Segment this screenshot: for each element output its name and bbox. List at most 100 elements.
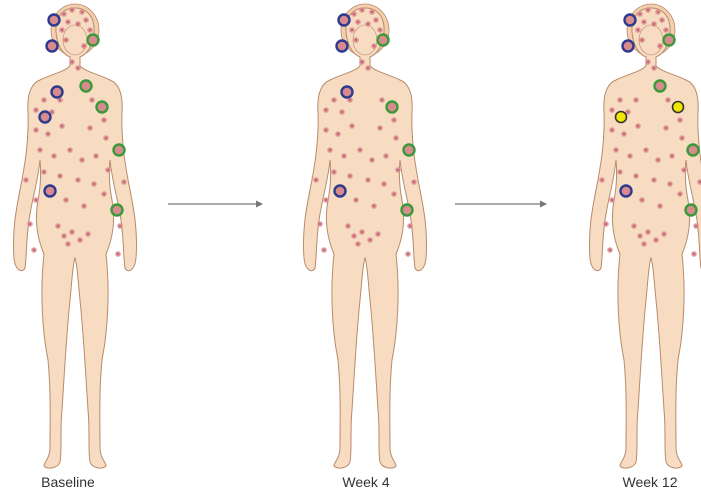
figure-week-12 xyxy=(576,0,701,496)
lesion-core xyxy=(65,199,67,201)
lesion-core xyxy=(683,169,685,171)
lesion-core xyxy=(679,119,681,121)
lesion-core xyxy=(637,125,639,127)
lesion-core xyxy=(77,179,79,181)
lesion-core xyxy=(641,199,643,201)
marker-green xyxy=(664,35,675,46)
lesion-core xyxy=(659,45,661,47)
lesion-core xyxy=(325,199,327,201)
marker-green xyxy=(688,145,699,156)
lesion-core xyxy=(373,205,375,207)
marker-blue xyxy=(52,87,63,98)
lesion-core xyxy=(647,231,649,233)
marker-yellow xyxy=(616,112,627,123)
lesion-core xyxy=(35,109,37,111)
lesion-core xyxy=(61,125,63,127)
lesion-core xyxy=(107,169,109,171)
lesion-core xyxy=(59,175,61,177)
lesion-core xyxy=(315,179,317,181)
lesion-core xyxy=(337,133,339,135)
lesion-core xyxy=(635,175,637,177)
lesion-core xyxy=(639,235,641,237)
lesion-core xyxy=(653,179,655,181)
marker-green xyxy=(686,205,697,216)
figure-baseline xyxy=(0,0,150,496)
lesion-core xyxy=(375,19,377,21)
lesion-core xyxy=(333,171,335,173)
marker-green xyxy=(88,35,99,46)
lesion-core xyxy=(43,171,45,173)
lesion-core xyxy=(57,225,59,227)
lesion-core xyxy=(695,225,697,227)
marker-green xyxy=(387,102,398,113)
body-silhouette xyxy=(13,8,136,468)
lesion-core xyxy=(103,193,105,195)
lesion-core xyxy=(407,253,409,255)
lesion-core xyxy=(355,39,357,41)
marker-green xyxy=(114,145,125,156)
lesion-core xyxy=(361,231,363,233)
marker-green xyxy=(112,205,123,216)
lesion-core xyxy=(81,11,83,13)
lesion-core xyxy=(641,39,643,41)
lesion-core xyxy=(619,99,621,101)
lesion-core xyxy=(647,9,649,11)
body-silhouette xyxy=(303,8,426,468)
lesion-core xyxy=(85,19,87,21)
lesion-core xyxy=(47,133,49,135)
lesion-core xyxy=(77,67,79,69)
marker-green xyxy=(81,81,92,92)
lesion-core xyxy=(39,149,41,151)
lesion-core xyxy=(35,129,37,131)
lesion-core xyxy=(91,99,93,101)
lesion-core xyxy=(357,243,359,245)
body-illustration-week-4 xyxy=(290,0,440,470)
lesion-core xyxy=(611,199,613,201)
marker-green xyxy=(655,81,666,92)
lesion-core xyxy=(63,13,65,15)
lesion-core xyxy=(371,159,373,161)
marker-blue xyxy=(339,15,350,26)
lesion-core xyxy=(43,99,45,101)
lesion-core xyxy=(665,29,667,31)
lesion-core xyxy=(29,223,31,225)
lesion-core xyxy=(325,129,327,131)
marker-yellow xyxy=(673,102,684,113)
lesion-core xyxy=(681,137,683,139)
marker-blue xyxy=(335,186,346,197)
body-silhouette xyxy=(589,8,701,468)
lesion-core xyxy=(395,137,397,139)
lesion-core xyxy=(333,99,335,101)
lesion-core xyxy=(629,155,631,157)
lesion-core xyxy=(371,11,373,13)
lesion-core xyxy=(53,155,55,157)
figure-week-4 xyxy=(290,0,440,496)
lesion-core xyxy=(655,239,657,241)
lesion-core xyxy=(693,253,695,255)
marker-blue xyxy=(623,41,634,52)
lesion-core xyxy=(669,183,671,185)
lesion-core xyxy=(51,111,53,113)
lesion-core xyxy=(87,233,89,235)
lesion-core xyxy=(659,205,661,207)
caption-week-4: Week 4 xyxy=(306,474,426,490)
lesion-core xyxy=(385,155,387,157)
lesion-core xyxy=(357,21,359,23)
lesion-core xyxy=(65,39,67,41)
lesion-core xyxy=(633,225,635,227)
body-illustration-week-12 xyxy=(576,0,701,470)
lesion-core xyxy=(81,159,83,161)
lesion-core xyxy=(611,129,613,131)
lesion-core xyxy=(645,149,647,151)
marker-blue xyxy=(47,41,58,52)
lesion-core xyxy=(367,179,369,181)
lesion-core xyxy=(123,181,125,183)
lesion-core xyxy=(329,149,331,151)
lesion-core xyxy=(679,193,681,195)
lesion-core xyxy=(105,137,107,139)
lesion-core xyxy=(353,13,355,15)
arrow-baseline-to-week4 xyxy=(168,199,268,209)
lesion-core xyxy=(361,61,363,63)
lesion-core xyxy=(647,61,649,63)
lesion-core xyxy=(409,225,411,227)
